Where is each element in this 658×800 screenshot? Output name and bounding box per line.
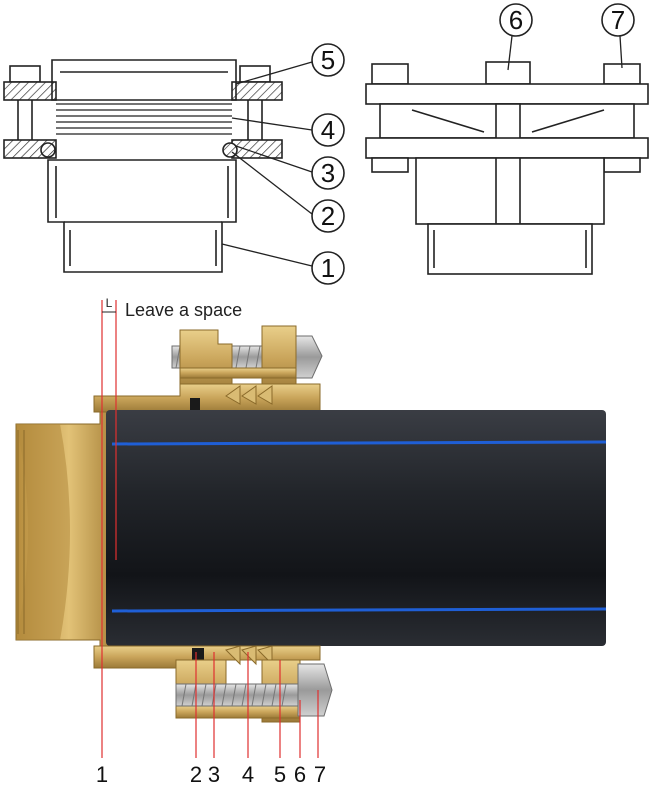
- bottom-label-4: 4: [242, 762, 254, 787]
- bottom-label-2: 2: [190, 762, 202, 787]
- callout-5-text: 5: [321, 45, 335, 75]
- bottom-label-3: 3: [208, 762, 220, 787]
- gap-letter: L: [106, 296, 113, 310]
- callout-3-text: 3: [321, 158, 335, 188]
- callout-4: 4: [311, 113, 345, 147]
- callout-3: 3: [311, 156, 345, 190]
- cutaway-photo: [15, 325, 607, 723]
- section-drawing: [3, 59, 283, 273]
- guide-lines: [101, 300, 319, 758]
- callout-7-text: 7: [611, 5, 625, 35]
- bottom-label-1: 1: [96, 762, 108, 787]
- callout-2: 2: [311, 199, 345, 233]
- callout-6: 6: [499, 3, 533, 37]
- callout-2-text: 2: [321, 201, 335, 231]
- gap-dimension: L Leave a space: [102, 296, 242, 320]
- bottom-label-5: 5: [274, 762, 286, 787]
- bottom-labels: 1 2 3 4 5 6 7: [96, 762, 326, 787]
- bottom-label-6: 6: [294, 762, 306, 787]
- callout-5: 5: [311, 43, 345, 77]
- callout-1-text: 1: [321, 253, 335, 283]
- bottom-label-7: 7: [314, 762, 326, 787]
- lower-bolt: [175, 663, 333, 717]
- callout-6-text: 6: [509, 5, 523, 35]
- callout-1: 1: [311, 251, 345, 285]
- callout-7: 7: [601, 3, 635, 37]
- gap-note: Leave a space: [125, 300, 242, 320]
- exterior-drawing: [365, 61, 649, 275]
- callout-4-text: 4: [321, 115, 335, 145]
